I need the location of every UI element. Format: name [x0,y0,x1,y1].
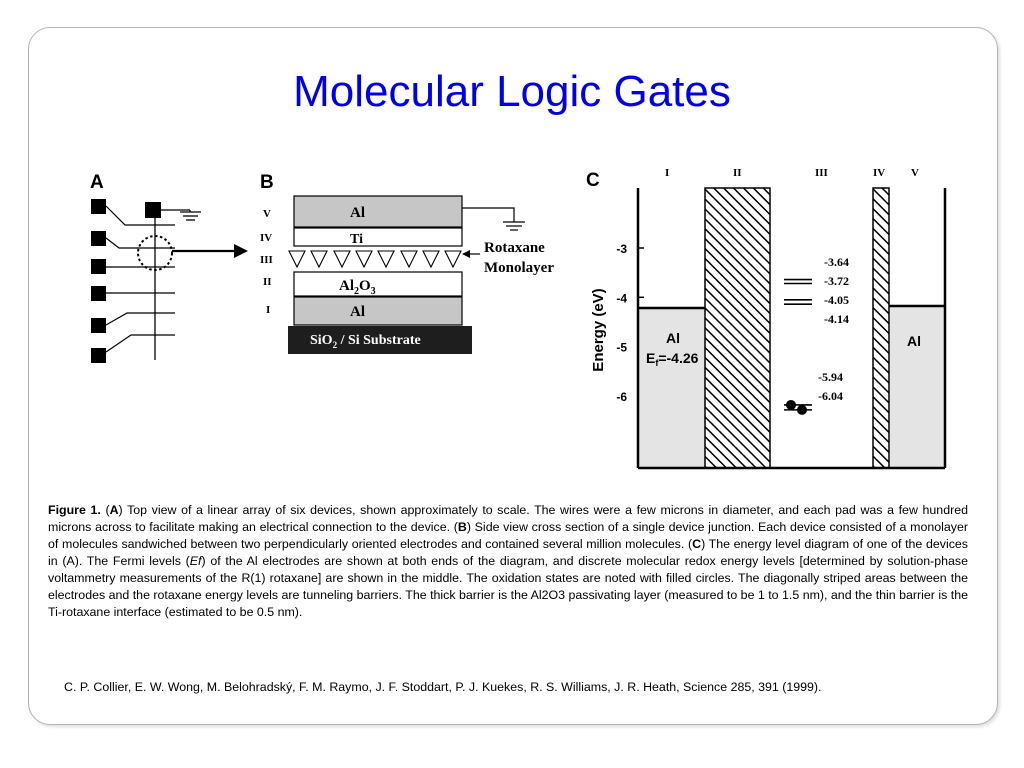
arrow-icon [234,244,248,258]
monolayer-label: Monolayer [484,260,554,276]
level-label: -5.94 [818,370,843,384]
panel-c-label: C [586,170,600,191]
rotaxane-label: Rotaxane [484,240,545,256]
level-label: -4.14 [824,312,849,326]
barrier-al2o3 [704,187,771,469]
y-tick-label: -6 [616,390,627,404]
molecular-levels: -3.64 -3.72 -4.05 -4.14 -5.94 -6.04 [784,255,849,415]
panel-b-label: B [260,172,274,193]
fermi-level-label: Ef=-4.26 [646,350,699,368]
left-electrode-fill [638,308,706,468]
panel-a-label: A [90,172,104,193]
panel-a: A [90,172,248,363]
slide-title: Molecular Logic Gates [293,67,731,116]
level-label: -3.72 [824,274,849,288]
level-label: -3.64 [824,255,849,269]
y-tick-label: -3 [616,242,627,256]
panel-c: C I II III IV V Energy (eV) -3-4-5-6 Al … [586,167,947,470]
citation: C. P. Collier, E. W. Wong, M. Belohradsk… [64,680,822,694]
layer-numeral: II [263,276,272,288]
y-tick-label: -5 [616,341,627,355]
slide-frame [28,27,998,725]
region-numeral: IV [873,167,885,179]
top-pad [145,202,161,218]
layer-substrate [288,326,472,354]
region-numeral: II [733,167,742,179]
level-label: -6.04 [818,389,843,403]
right-electrode-fill [890,306,946,468]
layer-bottom-al [293,296,463,326]
panel-b: B V IV III II I Al Ti Rotaxane [260,172,554,354]
layer-ti [293,227,463,247]
layer-top-al [293,195,463,228]
filled-state-dot [797,404,807,415]
right-electrode-label: Al [907,333,921,349]
layer-numeral: I [266,304,270,316]
left-electrode-label: Al [666,330,680,346]
y-tick-label: -4 [616,291,627,305]
device-pads [91,199,175,363]
layer-numeral: IV [260,232,272,244]
svg-text:Al2O3: Al2O3 [339,278,376,297]
layer-numeral: III [260,254,273,266]
region-numeral: III [815,167,828,179]
energy-axis-label: Energy (eV) [590,288,607,371]
filled-state-dot [786,399,796,410]
region-numeral: V [911,167,919,179]
junction-highlight [137,235,173,271]
figure-caption: Figure 1. (A) Top view of a linear array… [48,503,969,619]
svg-text:Al: Al [350,304,365,320]
layer-al2o3 [293,271,463,297]
layer-numeral: V [263,208,271,220]
level-label: -4.05 [824,293,849,307]
svg-text:Ti: Ti [350,232,363,247]
svg-text:SiO2 / Si Substrate: SiO2 / Si Substrate [310,333,421,350]
barrier-ti [872,187,890,469]
region-numeral: I [665,167,669,179]
svg-text:Al: Al [350,205,365,221]
rotaxane-monolayer [288,250,462,269]
